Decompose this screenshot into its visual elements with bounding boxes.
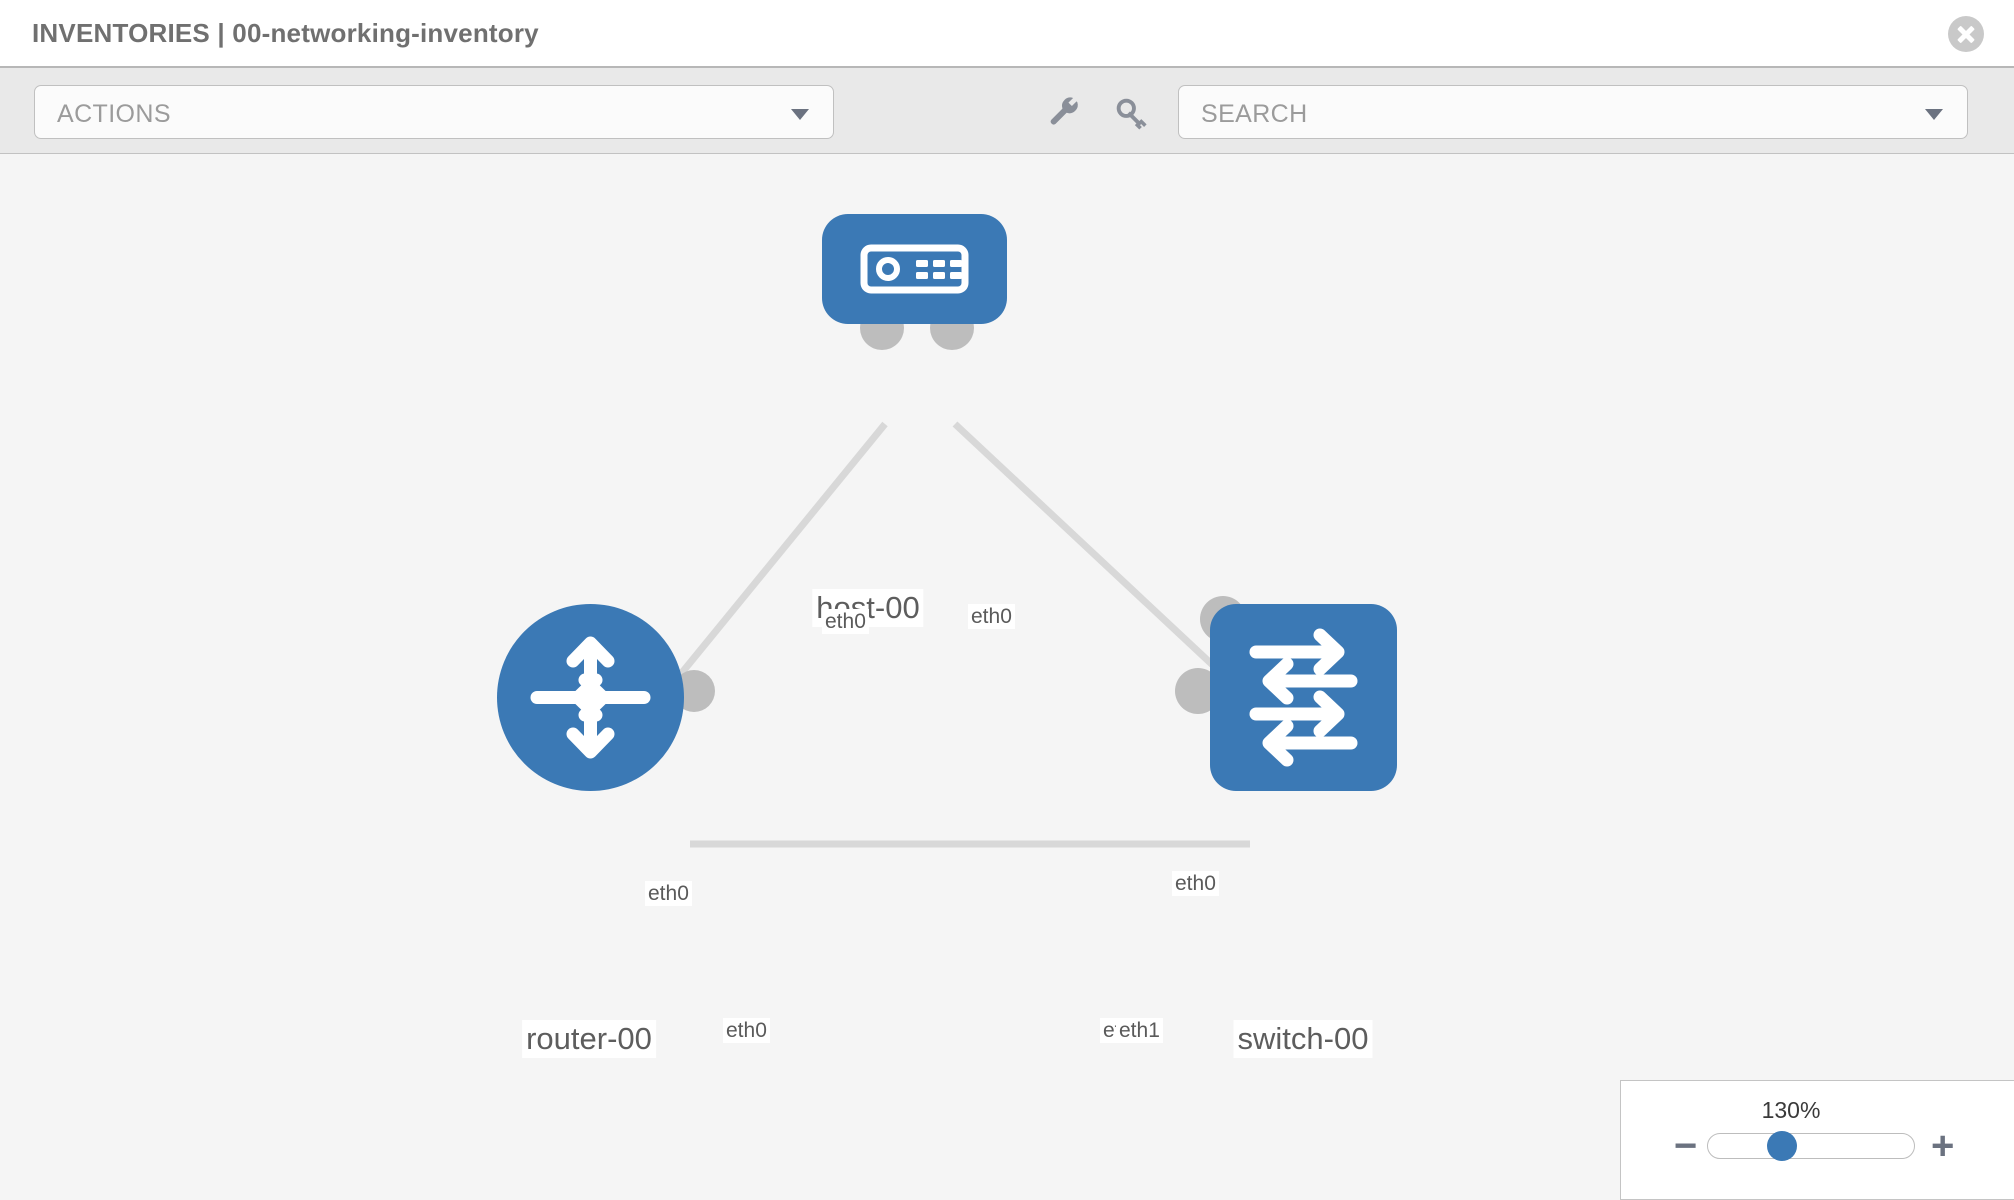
- server-icon: [860, 244, 969, 294]
- page-title: INVENTORIES | 00-networking-inventory: [32, 18, 539, 48]
- key-icon[interactable]: [1114, 96, 1150, 132]
- node-label-router-00: router-00: [522, 1020, 656, 1058]
- actions-dropdown[interactable]: ACTIONS: [34, 85, 834, 139]
- plus-icon[interactable]: +: [1931, 1124, 1955, 1168]
- search-placeholder: SEARCH: [1201, 100, 1308, 128]
- interface-label-host00-left: eth0: [822, 609, 869, 635]
- chevron-down-icon: [1925, 109, 1943, 120]
- topology-edges: [637, 421, 1268, 848]
- interface-label-switch00-west-eth1: eth1: [1116, 1018, 1163, 1044]
- zoom-slider-track[interactable]: [1707, 1133, 1915, 1159]
- interface-label-router00-north: eth0: [645, 881, 692, 907]
- node-label-switch-00: switch-00: [1233, 1020, 1373, 1058]
- interface-label-host00-right: eth0: [968, 604, 1015, 630]
- actions-dropdown-label: ACTIONS: [57, 100, 171, 128]
- node-router-00[interactable]: [497, 604, 684, 791]
- minus-icon[interactable]: −: [1674, 1124, 1698, 1168]
- interface-label-router00-east: eth0: [723, 1018, 770, 1044]
- zoom-control-panel: 130% − +: [1620, 1080, 2014, 1200]
- search-input[interactable]: SEARCH: [1178, 85, 1968, 139]
- wrench-icon[interactable]: [1047, 96, 1083, 132]
- topology-canvas[interactable]: host-00 router-0: [0, 154, 2014, 1200]
- router-arrows-icon: [530, 636, 651, 759]
- zoom-slider-thumb[interactable]: [1767, 1131, 1797, 1161]
- topology-toolbar: ACTIONS SEARCH: [0, 68, 2014, 154]
- node-host-00[interactable]: [822, 214, 1007, 324]
- window-titlebar: INVENTORIES | 00-networking-inventory: [0, 0, 2014, 68]
- node-switch-00[interactable]: [1210, 604, 1397, 791]
- interface-label-switch00-north: eth0: [1172, 871, 1219, 897]
- chevron-down-icon: [791, 109, 809, 120]
- switch-arrows-icon: [1249, 628, 1358, 767]
- zoom-level-value: 130%: [1761, 1097, 1821, 1123]
- close-icon[interactable]: [1948, 16, 1984, 52]
